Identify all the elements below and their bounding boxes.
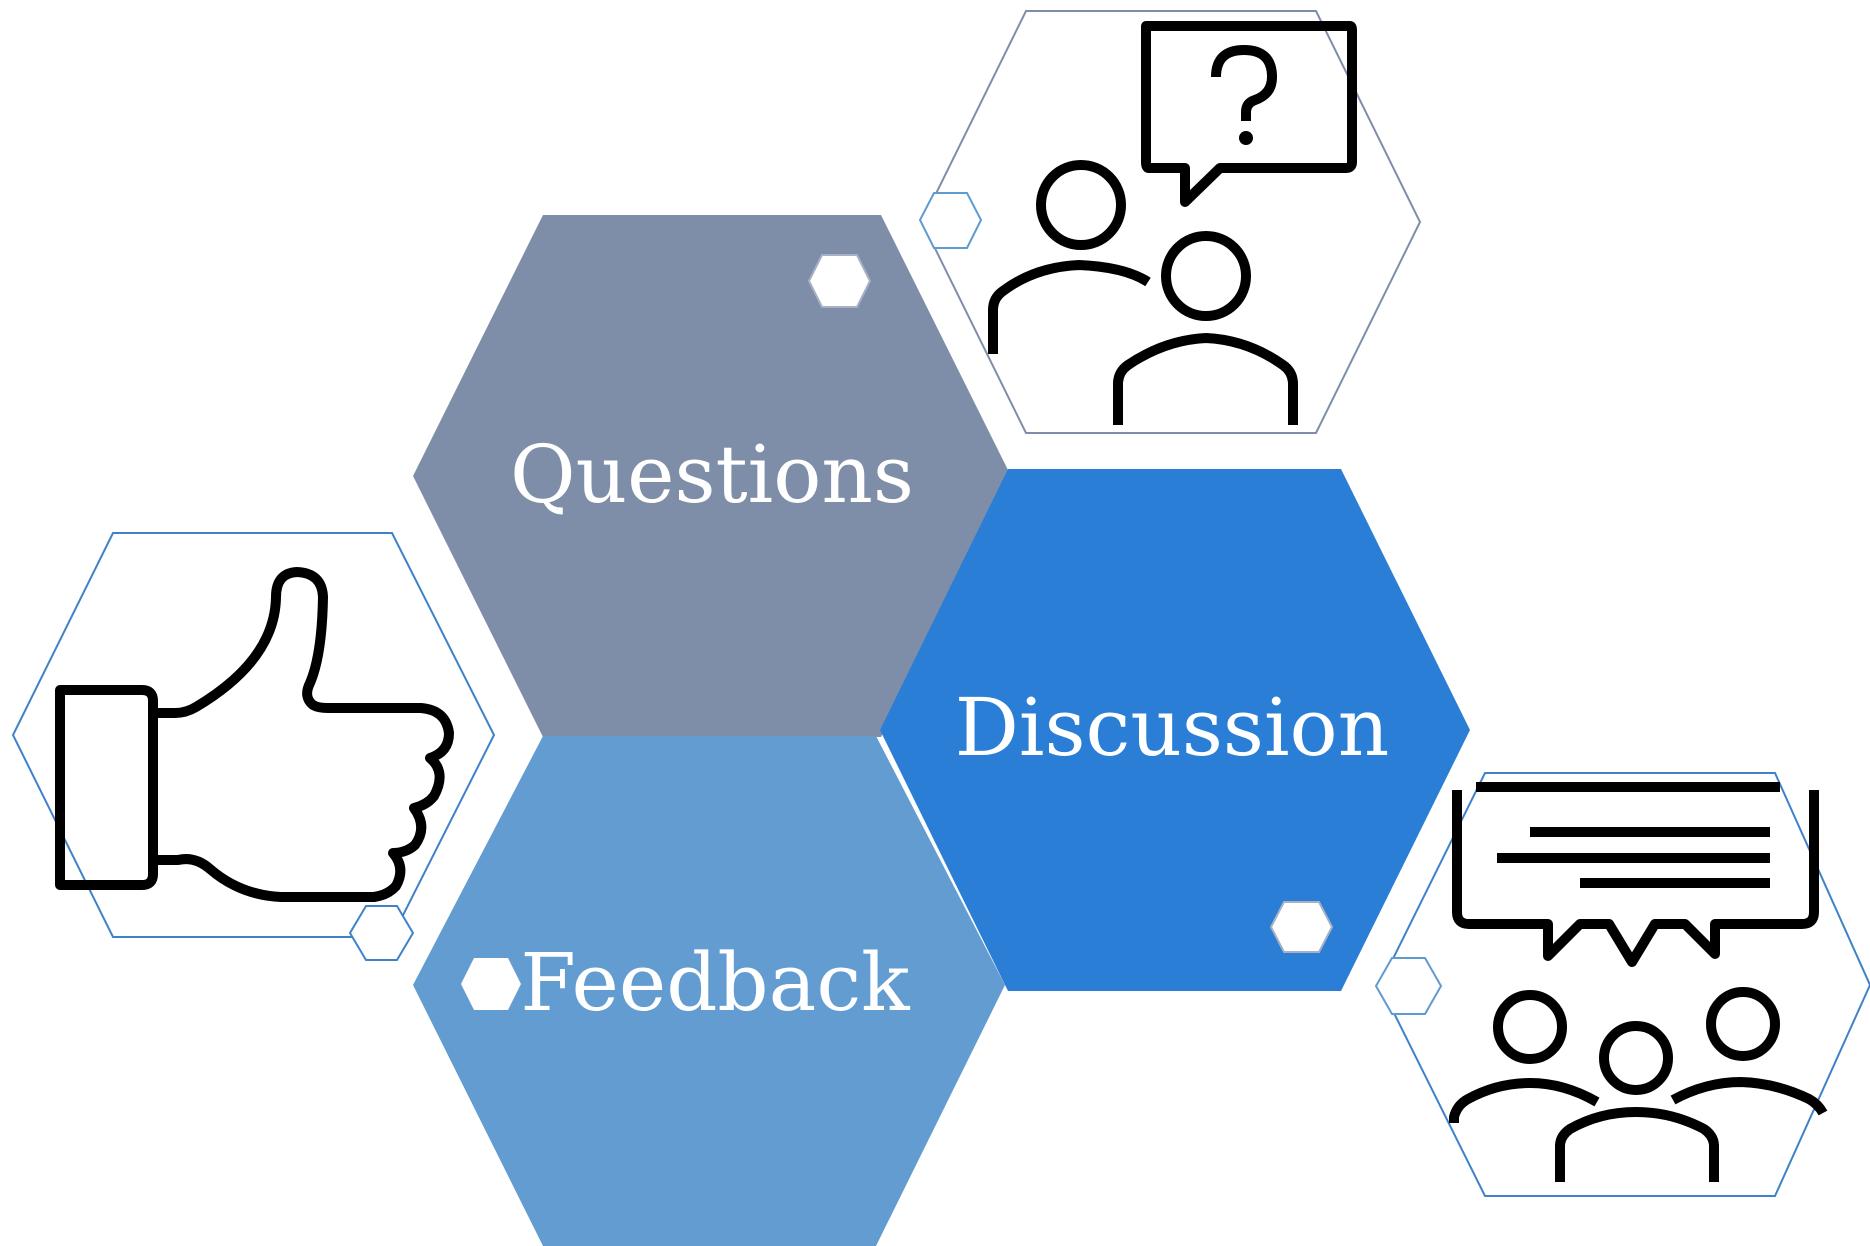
group-center-shoulders [1555,1107,1719,1182]
hex-feedback: Feedback [413,736,1005,1246]
hex-questions-label: Questions [510,428,914,521]
question-mark-dot [1239,131,1253,145]
hex-questions-badge [807,254,872,308]
thumbs-up-group [11,532,496,961]
chat-bubble-icon [1452,790,1819,967]
hex-questions: Questions [413,215,1011,737]
hex-questions-shape [413,215,1011,737]
person-front-head [1161,231,1251,321]
hex-feedback-shape [413,736,1005,1246]
group-center-head [1599,1021,1673,1095]
people-question-mini-hex [918,192,983,249]
question-speech-bubble [1141,21,1357,207]
people-question-hex-outline [920,10,1422,434]
people-question-icon [918,10,1422,434]
person-back-shoulders [988,260,1151,354]
question-mark-icon [1211,45,1277,121]
group-left-head [1493,990,1567,1064]
hex-discussion: Discussion [880,469,1470,991]
thumbs-up-icon [153,567,454,902]
hex-feedback-badge [461,958,521,1010]
group-discussion-group [1374,772,1870,1197]
person-back-head [1036,160,1126,250]
hex-discussion-label: Discussion [955,681,1390,774]
group-right-head [1706,987,1780,1061]
group-discussion-mini-hex [1374,957,1443,1015]
hex-feedback-label: Feedback [520,936,911,1029]
group-left-shoulders [1449,1078,1600,1123]
group-right-shoulders [1670,1077,1828,1116]
thumbs-up-hex-outline [11,532,496,938]
thumbs-up-mini-hex [348,905,415,961]
hex-discussion-badge [1269,901,1334,953]
person-front-shoulders [1113,333,1298,425]
hex-discussion-shape [880,469,1470,991]
thumbs-up-cuff [55,685,158,890]
